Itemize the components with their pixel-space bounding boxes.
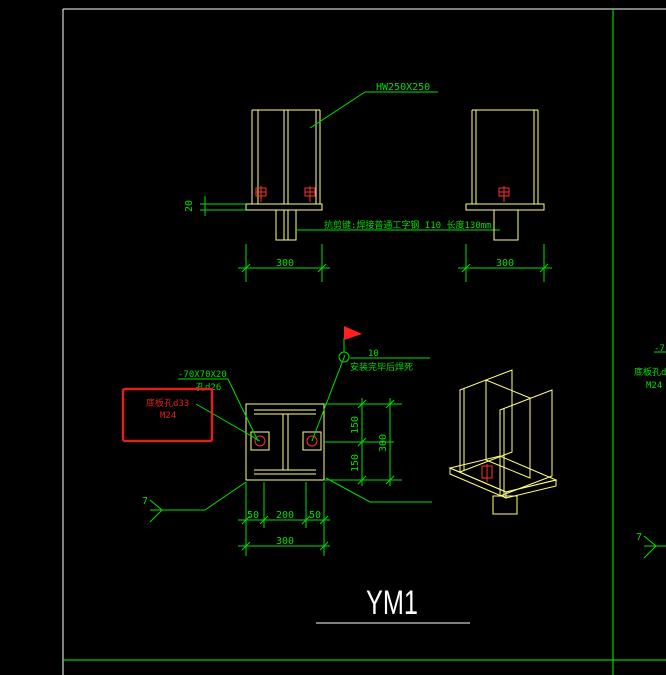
- washer-note: -70X70X20: [178, 370, 227, 380]
- anchor-bolt-icon: [255, 186, 316, 202]
- elevation-view-right: 300: [458, 109, 552, 282]
- width-dimension-right: 300: [496, 258, 514, 269]
- anchor-bolt-label: M24: [160, 411, 176, 421]
- thickness-dimension: 20: [184, 200, 195, 212]
- anchor-hole-label: 底板孔d33: [146, 397, 189, 409]
- washer-hole: 孔d26: [196, 382, 221, 393]
- right-partial-washer: -7: [654, 344, 665, 354]
- anchor-hole-icon: [254, 435, 318, 447]
- isometric-view: [448, 369, 558, 515]
- weld-size: 10: [368, 349, 379, 359]
- adjacent-drawing-partial: -7 底板孔d3 M24 7: [634, 344, 666, 559]
- plan-dim-edge-left: 50: [247, 510, 259, 521]
- right-partial-bolt: M24: [646, 381, 662, 391]
- plan-dim-mid: 200: [276, 510, 294, 521]
- right-partial-hole: 底板孔d3: [634, 366, 666, 378]
- plan-dim-total-v: 300: [378, 434, 389, 452]
- plan-dim-bottom: 150: [350, 454, 361, 472]
- anchor-bolt-icon: [498, 186, 510, 202]
- base-plate-note: 抗剪键:焊接普通工字钢 I10 长度130mm: [324, 219, 492, 231]
- weld-symbol-right: 7: [636, 532, 642, 543]
- width-dimension-left: 300: [276, 258, 294, 269]
- weld-symbol-left: 7: [142, 496, 148, 507]
- plan-dim-total-h: 300: [276, 536, 294, 547]
- section-label: HW250X250: [376, 82, 430, 93]
- plan-dim-top: 150: [350, 416, 361, 434]
- anchor-bolt-icon: [481, 464, 493, 482]
- field-weld-flag-icon: [344, 326, 362, 340]
- drawing-frame: [62, 8, 666, 675]
- plan-dim-edge-right: 50: [309, 510, 321, 521]
- weld-note: 安装完毕后焊死: [350, 361, 413, 373]
- plan-view: -70X70X20 孔d26 10 安装完毕后焊死 150 150 300 50…: [142, 326, 432, 556]
- drawing-title-block: YM1: [316, 584, 470, 624]
- highlighted-anchor-note[interactable]: 底板孔d33 M24: [121, 387, 214, 443]
- drawing-title: YM1: [366, 584, 418, 622]
- elevation-view-left: HW250X250 20 抗剪键:焊接普通工字钢 I10 长度130mm 300: [184, 82, 500, 282]
